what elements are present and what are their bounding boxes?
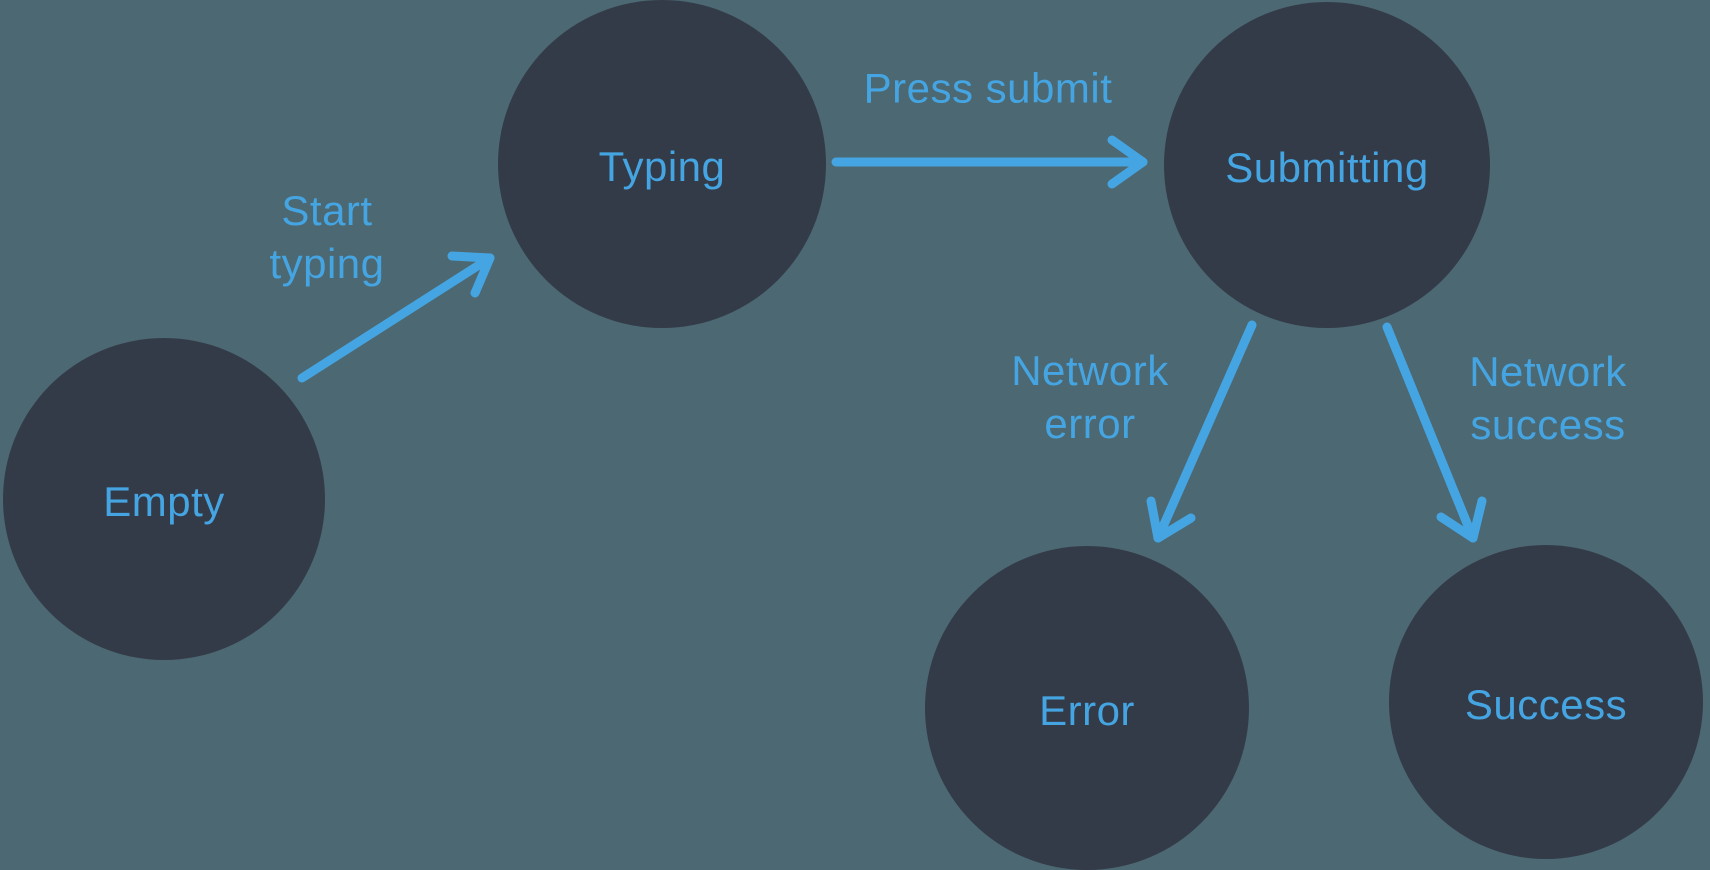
arrowhead-icon [447, 251, 495, 298]
state-node-error: Error [925, 546, 1249, 870]
arrowhead-icon [1436, 496, 1487, 543]
state-node-empty: Empty [3, 338, 325, 660]
state-node-typing: Typing [498, 0, 826, 328]
arrowhead-icon [1146, 496, 1196, 543]
edge-press-submit [831, 135, 1148, 189]
edge-label-press-submit: Press submit [863, 64, 1113, 112]
arrowhead-icon [1107, 135, 1148, 189]
state-label: Error [1039, 687, 1135, 734]
edge-label-network-success: Network success [1469, 348, 1627, 448]
state-node-success: Success [1389, 545, 1703, 859]
state-label: Submitting [1225, 144, 1429, 191]
state-label: Typing [598, 143, 726, 190]
state-node-submitting: Submitting [1164, 2, 1490, 328]
state-label: Success [1464, 681, 1628, 728]
edge-label-start-typing: Start typing [269, 187, 385, 287]
state-label: Empty [103, 478, 225, 525]
edge-label-network-error: Network error [1011, 347, 1169, 447]
